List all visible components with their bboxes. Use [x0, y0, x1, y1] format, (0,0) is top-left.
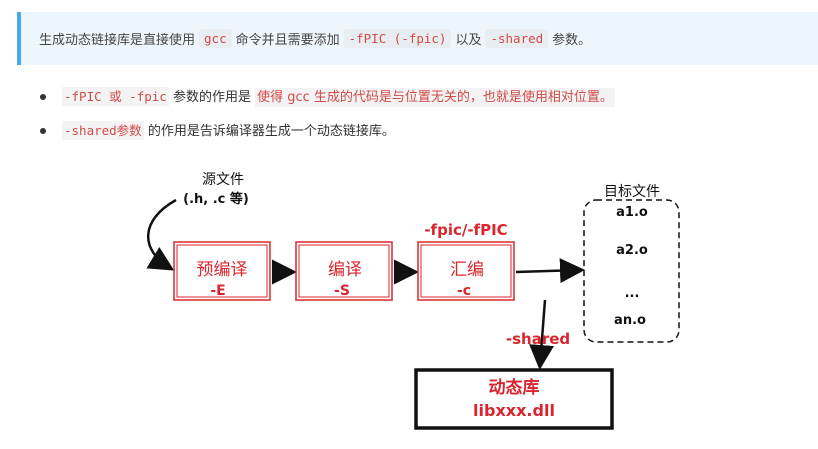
note-code-fpic: -fPIC (-fpic) [343, 29, 452, 48]
library-box: 动态库 libxxx.dll [414, 368, 614, 430]
step-label: 编译 [328, 260, 362, 280]
bullet-code-fpic: -fPIC 或 -fpic [62, 87, 169, 106]
library-name: libxxx.dll [473, 401, 555, 420]
step-flag: -c [457, 283, 471, 299]
object-file: an.o [614, 313, 646, 328]
shared-arrow [529, 299, 554, 370]
source-arrow [146, 198, 177, 271]
to-objects-arrow [515, 258, 585, 284]
object-file: a2.o [616, 243, 648, 258]
target-title: 目标文件 [604, 184, 660, 200]
shared-label: -shared [506, 330, 570, 348]
step-flag: -S [334, 283, 350, 299]
library-title: 动态库 [489, 377, 540, 398]
bullet-highlight: 使得 gcc 生成的代码是与位置无关的，也就是使用相对位置。 [255, 88, 615, 107]
step-box-compile: 编译 -S [295, 241, 393, 301]
source-subtitle: (.h, .c 等) [183, 191, 249, 207]
bullet-text: 的作用是告诉编译器生成一个动态链接库。 [147, 124, 395, 139]
info-note: 生成动态链接库是直接使用 gcc 命令并且需要添加 -fPIC (-fpic) … [17, 12, 818, 65]
bullet-text: 参数的作用是 [172, 90, 251, 105]
fpic-label: -fpic/-fPIC [424, 221, 507, 239]
object-file: ... [625, 286, 640, 301]
object-file: a1.o [616, 205, 648, 220]
bullet-code-shared: -shared参数 [62, 121, 144, 140]
bullet-list: -fPIC 或 -fpic 参数的作用是 使得 gcc 生成的代码是与位置无关的… [40, 80, 615, 148]
step-box-assemble: 汇编 -c [417, 241, 515, 301]
note-text-1: 生成动态链接库是直接使用 [39, 33, 196, 48]
step-box-precompile: 预编译 -E [173, 241, 271, 301]
step-label: 预编译 [197, 260, 248, 280]
source-title: 源文件 [202, 172, 244, 188]
note-code-shared: -shared [485, 29, 549, 48]
list-item: -shared参数 的作用是告诉编译器生成一个动态链接库。 [40, 114, 615, 148]
step-flag: -E [210, 283, 225, 299]
object-files-box [583, 199, 680, 343]
note-text-2: 命令并且需要添加 [235, 33, 340, 48]
note-code-gcc: gcc [199, 29, 232, 48]
note-text-3: 以及 [455, 33, 482, 48]
step-label: 汇编 [450, 260, 484, 280]
list-item: -fPIC 或 -fpic 参数的作用是 使得 gcc 生成的代码是与位置无关的… [40, 80, 615, 114]
note-text-4: 参数。 [552, 33, 592, 48]
